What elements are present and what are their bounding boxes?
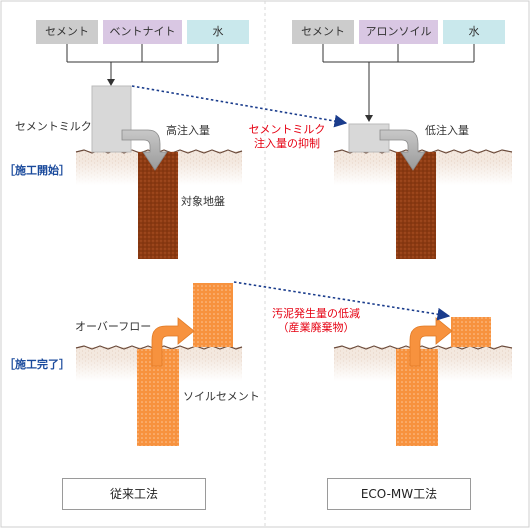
dotted-arrow-icon <box>233 281 451 321</box>
material-chip-water-right <box>443 20 505 44</box>
down-arrow-icon <box>365 115 373 122</box>
material-chip-bentonite <box>103 20 182 44</box>
high-injection-label: 高注入量 <box>166 124 210 137</box>
phase-label-end: ［施工完了］ <box>4 358 70 371</box>
curved-arrow-icon <box>379 129 426 171</box>
overflow-sludge-block-left <box>193 283 233 347</box>
material-chip-aronsoil <box>359 20 438 44</box>
curved-arrow-icon <box>121 129 168 171</box>
target-ground-label: 対象地盤 <box>181 195 225 208</box>
curved-arrow-icon <box>409 317 453 367</box>
overflow-label: オーバーフロー <box>75 320 152 333</box>
cement-milk-label: セメントミルク <box>15 120 92 133</box>
overflow-sludge-block-right <box>451 317 491 347</box>
material-label-water-right: 水 <box>468 25 480 38</box>
method-caption-conventional: 従来工法 <box>62 478 206 510</box>
cement-milk-tank-large <box>91 85 132 153</box>
material-label-cement-left: セメント <box>45 25 89 38</box>
dotted-arrow-icon <box>131 85 348 128</box>
soil-cement-label: ソイルセメント <box>183 390 260 403</box>
low-injection-label: 低注入量 <box>425 124 469 137</box>
material-label-aronsoil: アロンソイル <box>365 25 432 38</box>
injected-column-left <box>138 152 178 259</box>
phase-label-start: ［施工開始］ <box>4 164 70 177</box>
material-label-bentonite: ベントナイト <box>109 25 176 38</box>
material-chip-cement-left <box>36 20 98 44</box>
mixing-connector-right <box>322 44 475 116</box>
injected-column-right <box>396 152 436 259</box>
mixing-connector-left <box>66 44 219 80</box>
material-label-cement-right: セメント <box>301 25 345 38</box>
material-chip-cement-right <box>292 20 354 44</box>
sludge-reduction-note-line2: （産業廃棄物） <box>277 321 355 334</box>
milk-reduction-note-line1: セメントミルク <box>248 123 326 136</box>
curved-arrow-icon <box>151 317 195 367</box>
milk-reduction-note-line2: 注入量の抑制 <box>254 137 320 150</box>
material-label-water-left: 水 <box>212 25 224 38</box>
method-caption-eco-mw: ECO-MW工法 <box>327 478 471 510</box>
sludge-reduction-note-line1: 汚泥発生量の低減 <box>272 307 360 320</box>
down-arrow-icon <box>107 79 115 86</box>
material-chip-water-left <box>187 20 249 44</box>
